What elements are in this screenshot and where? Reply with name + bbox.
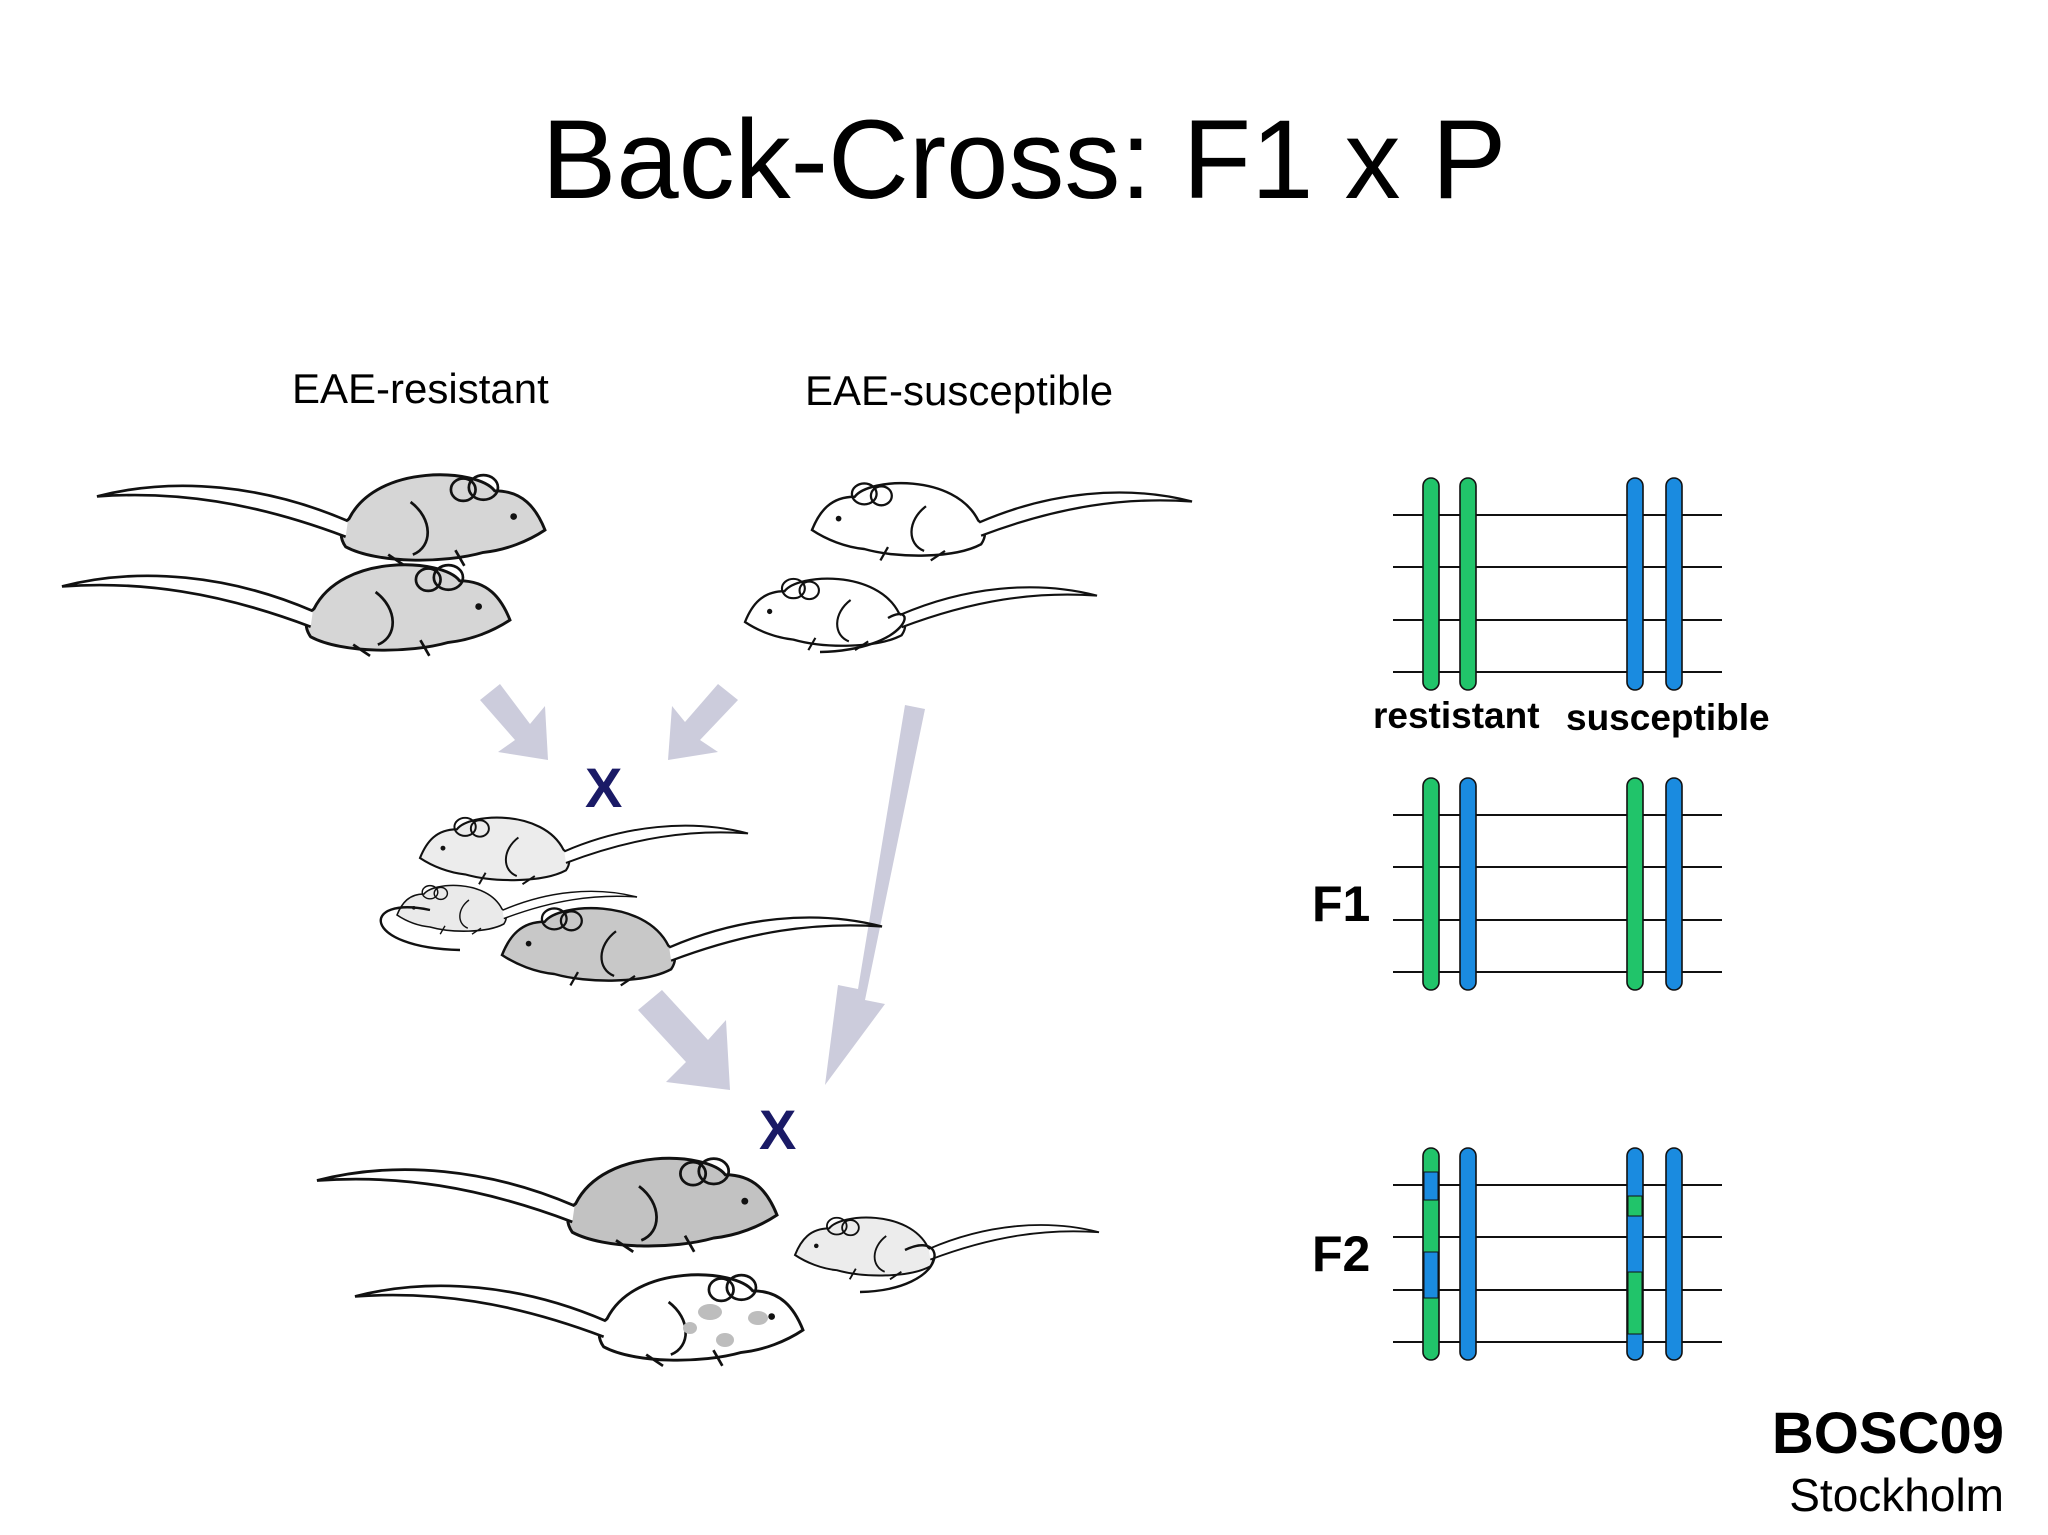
chromosome-icon — [1422, 1147, 1440, 1361]
conference-city: Stockholm — [1789, 1469, 2004, 1521]
mouse-icon — [810, 481, 1194, 562]
mouse-icon — [95, 473, 547, 568]
mouse-icon — [743, 577, 1099, 652]
chromosome-icon — [1626, 477, 1644, 691]
chromosome-label-resistant: restistant — [1373, 695, 1540, 736]
slide-title: Back-Cross: F1 x P — [541, 97, 1507, 222]
chromosome-icon — [1422, 477, 1440, 691]
mouse-icon — [794, 1216, 1100, 1281]
mouse-icon — [500, 906, 884, 987]
chromosome-icon — [1459, 477, 1477, 691]
cross-symbol-first: X — [585, 756, 623, 819]
coat-spots — [683, 1304, 768, 1347]
mouse-icon — [315, 1156, 779, 1254]
parent-label-susceptible: EAE-susceptible — [805, 367, 1114, 414]
mouse-icon — [418, 816, 750, 886]
chromosome-icon — [1665, 477, 1683, 691]
generation-label-f1: F1 — [1312, 876, 1371, 932]
chromosome-icon — [1626, 777, 1644, 991]
cross-symbol-backcross: X — [759, 1098, 797, 1161]
chromosome-icon — [1459, 777, 1477, 991]
chromosome-icon — [1459, 1147, 1477, 1361]
arrow-icon — [480, 684, 925, 1090]
mouse-icon — [60, 563, 512, 658]
chromosome-icon — [1422, 777, 1440, 991]
generation-label-f2: F2 — [1312, 1226, 1371, 1282]
chromosome-panel-f2 — [1393, 1147, 1722, 1361]
chromosome-icon — [1665, 1147, 1683, 1361]
chromosome-icon — [1626, 1147, 1644, 1361]
curled-tail — [819, 612, 906, 654]
parent-label-resistant: EAE-resistant — [292, 365, 549, 412]
curled-tail — [379, 906, 461, 952]
curled-tail — [859, 1244, 936, 1294]
conference-name: BOSC09 — [1771, 1401, 2004, 1466]
chromosome-panel-f1 — [1393, 777, 1722, 991]
chromosome-panel-parents — [1393, 477, 1722, 691]
mouse-icon — [353, 1273, 805, 1368]
chromosome-icon — [1665, 777, 1683, 991]
chromosome-label-susceptible: susceptible — [1566, 697, 1770, 738]
